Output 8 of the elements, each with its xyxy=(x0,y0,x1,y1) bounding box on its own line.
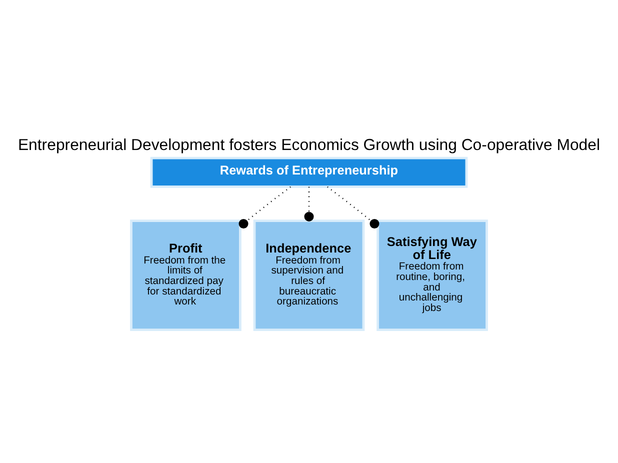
diagram-title: Entrepreneurial Development fosters Economics Growth using Co-operative Model xyxy=(18,136,600,154)
node-box: Satisfying Way of Life Freedom from routine, boring, and unchallenging jobs xyxy=(376,219,488,331)
connector xyxy=(327,186,380,228)
node-box: Rewards of Entrepreneurship xyxy=(150,156,468,188)
connector xyxy=(238,186,291,228)
connector xyxy=(304,186,314,221)
node-box: Independence Freedom from supervision and rules of bureaucratic organizations xyxy=(253,219,365,331)
node-box: Profit Freedom from the limits of standardized pay for standardized work xyxy=(130,219,242,331)
